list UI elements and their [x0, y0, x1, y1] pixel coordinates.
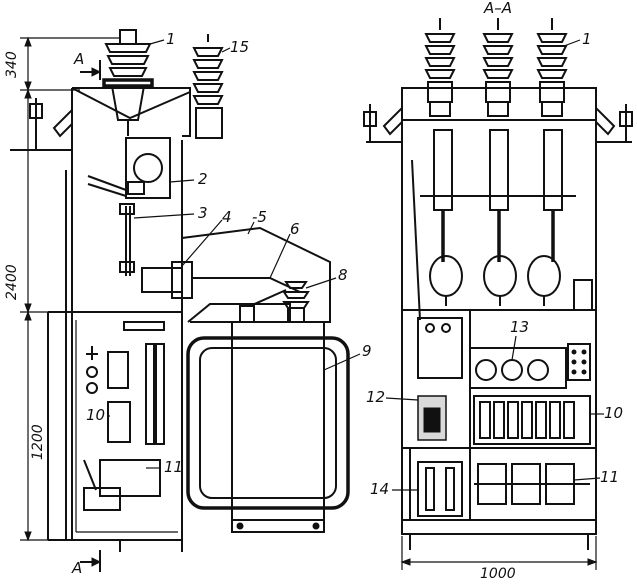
callout-side-4: 4 [222, 208, 232, 226]
side-box-front [573, 279, 593, 311]
roof-line [71, 87, 191, 120]
front-callouts: 1 13 12 10 14 11 [366, 30, 623, 498]
side-wall-bushing [10, 98, 73, 151]
section-mark-top-label: A [73, 50, 84, 68]
callout-side-1: 1 [166, 30, 176, 48]
phase-assembly-1 [429, 129, 463, 306]
phase-assembly-3 [527, 129, 563, 306]
terminal-block-front [417, 461, 463, 517]
dim-top-gap: 340 [4, 51, 20, 78]
drive-shaft-front [411, 159, 421, 321]
dim-total-height: 2400 [4, 264, 20, 300]
lv-panel-side [83, 321, 165, 511]
section-mark-bottom: A [71, 550, 102, 577]
cabinet-body-side [47, 87, 191, 552]
callout-side-3: 3 [198, 204, 208, 222]
lv-breakers-front [474, 463, 590, 505]
dim-lower-height: 1200 [30, 424, 46, 460]
phase-assembly-2 [483, 129, 517, 306]
hv-bushing-side [102, 29, 154, 136]
meter-panel-front [469, 343, 591, 389]
section-mark-top: A [73, 50, 102, 80]
hv-bushing-front-1 [424, 18, 456, 117]
callout-side-8: 8 [338, 266, 348, 284]
callout-front-13: 13 [510, 318, 529, 336]
fuse-side [141, 220, 193, 299]
callout-front-14: 14 [370, 480, 389, 498]
hv-bushing-front-2 [482, 18, 514, 117]
callout-front-12: 12 [366, 388, 385, 406]
callout-front-1: 1 [582, 30, 592, 48]
dim-width: 1000 [480, 566, 516, 582]
callout-side-10: 10 [86, 406, 105, 424]
callout-front-10: 10 [604, 404, 623, 422]
callout-side-11: 11 [164, 458, 183, 476]
drive-rod-side [119, 203, 135, 276]
callout-side-2: 2 [198, 170, 208, 188]
callout-side-15: 15 [230, 38, 249, 56]
lv-fuses-front [473, 395, 591, 445]
callout-front-11: 11 [600, 468, 619, 486]
callout-side-6: 6 [290, 220, 300, 238]
side-callouts: 1 15 2 3 4 -5 6 8 9 10 11 [86, 30, 372, 476]
transformer-side [186, 303, 350, 533]
disconnector-side [87, 137, 171, 199]
section-mark-bottom-label: A [71, 559, 82, 577]
dimension-width-front [400, 536, 598, 570]
surge-arrester-side [192, 34, 224, 139]
callout-side-9: 9 [362, 342, 372, 360]
cabinet-body-front [401, 87, 597, 550]
callout-side-5: -5 [252, 208, 267, 226]
lv-switch-front [417, 317, 463, 441]
section-title: A–A [483, 0, 512, 17]
front-view: A–A [363, 0, 633, 582]
transformer-bushing-side [239, 281, 310, 323]
side-view: 340 2400 1200 A A [4, 29, 372, 577]
front-wall-brackets [363, 104, 633, 143]
hv-bushing-front-3 [536, 18, 568, 117]
